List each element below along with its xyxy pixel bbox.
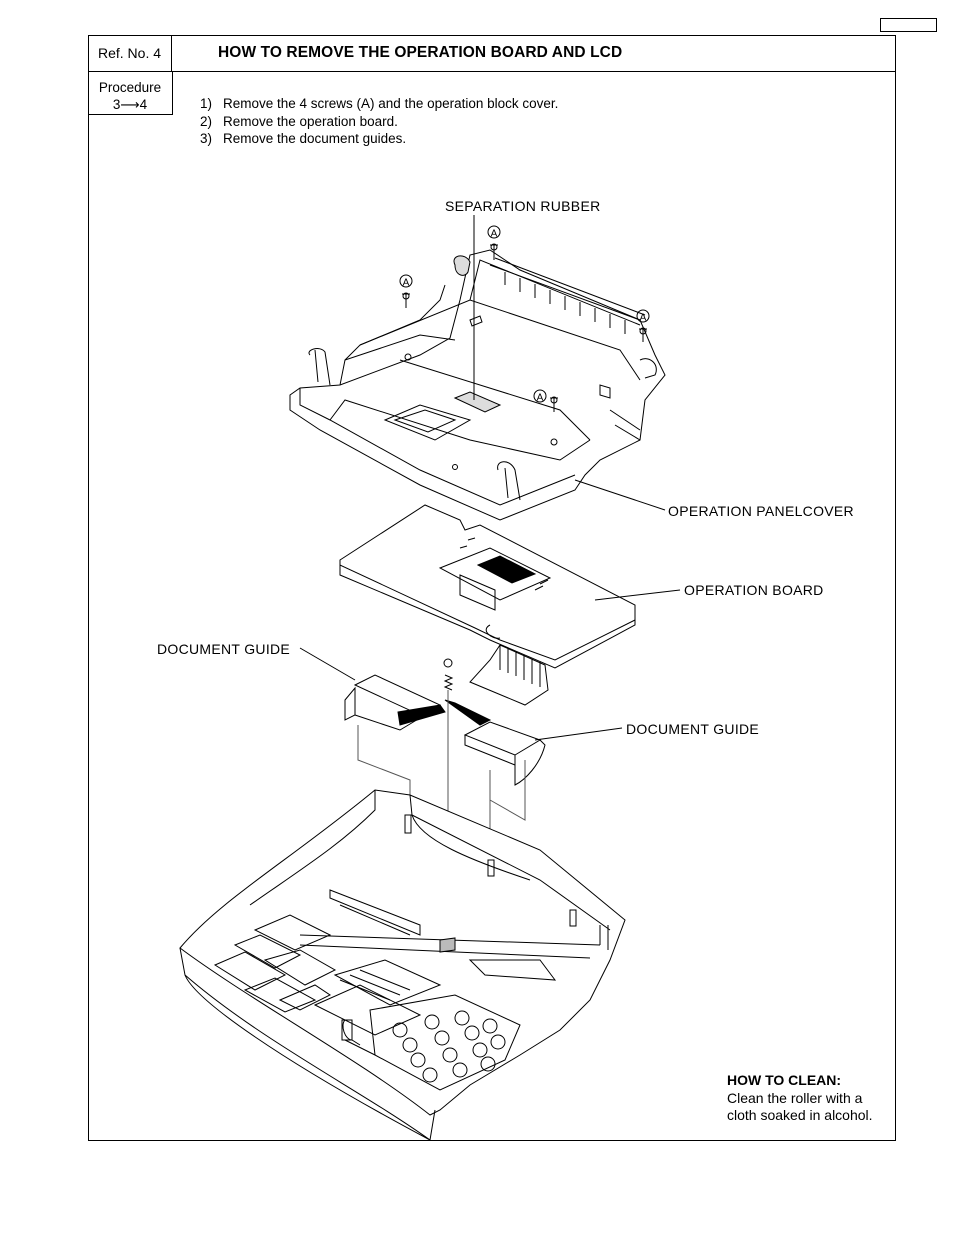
step-number: 3) (200, 131, 213, 146)
how-to-clean-heading: HOW TO CLEAN: (727, 1072, 842, 1088)
step-item: 1) Remove the 4 screws (A) and the operat… (200, 95, 558, 113)
document-guide-left-leader (300, 648, 355, 680)
operation-board-leader (595, 590, 680, 600)
spring-part (444, 659, 452, 690)
step-item: 3) Remove the document guides. (200, 130, 558, 148)
screw-a (534, 390, 558, 412)
screw-group (400, 226, 649, 412)
page-title: HOW TO REMOVE THE OPERATION BOARD AND LC… (218, 44, 623, 61)
base-cabinet-drawing (180, 790, 625, 1140)
ref-number: Ref. No. 4 (88, 35, 172, 71)
screw-a-label: A (491, 229, 498, 240)
operation-panel-cover-drawing (290, 250, 665, 520)
procedure-cell: Procedure 3⟶4 (88, 71, 173, 115)
step-list: 1) Remove the 4 screws (A) and the operat… (200, 95, 558, 148)
how-to-clean-note: HOW TO CLEAN: Clean the roller with a cl… (727, 1072, 873, 1125)
screw-a (400, 275, 412, 308)
document-guide-left-label: DOCUMENT GUIDE (157, 641, 291, 657)
separation-rubber-label: SEPARATION RUBBER (445, 198, 601, 214)
screw-a (637, 310, 649, 342)
step-text: Remove the operation board. (223, 113, 398, 129)
step-number: 1) (200, 96, 213, 111)
keypad-keys (393, 1011, 505, 1082)
screw-a (488, 226, 500, 260)
operation-board-drawing (340, 505, 635, 705)
header-divider (88, 71, 896, 72)
screw-a-label: A (640, 313, 647, 324)
step-item: 2) Remove the operation board. (200, 113, 558, 131)
how-to-clean-line: Clean the roller with a (727, 1089, 863, 1106)
document-guide-right-drawing (465, 722, 545, 785)
step-text: Remove the document guides. (223, 131, 407, 146)
step-number: 2) (200, 113, 213, 129)
procedure-value: 3⟶4 (112, 97, 148, 112)
operation-board-label: OPERATION BOARD (684, 582, 824, 598)
operation-panel-cover-label: OPERATION PANELCOVER (668, 503, 854, 519)
screw-a-label: A (537, 393, 544, 404)
screw-a-label: A (403, 278, 410, 289)
procedure-frame (88, 35, 896, 1141)
how-to-clean-line: cloth soaked in alcohol. (727, 1107, 873, 1123)
document-guide-left-drawing (345, 675, 490, 730)
document-guide-right-leader (535, 728, 622, 740)
page-number-box (880, 18, 937, 32)
document-guide-right-label: DOCUMENT GUIDE (626, 721, 760, 737)
panel-cover-leader (575, 480, 665, 510)
step-text: Remove the 4 screws (A) and the operatio… (223, 96, 559, 111)
procedure-label: Procedure (98, 80, 162, 95)
